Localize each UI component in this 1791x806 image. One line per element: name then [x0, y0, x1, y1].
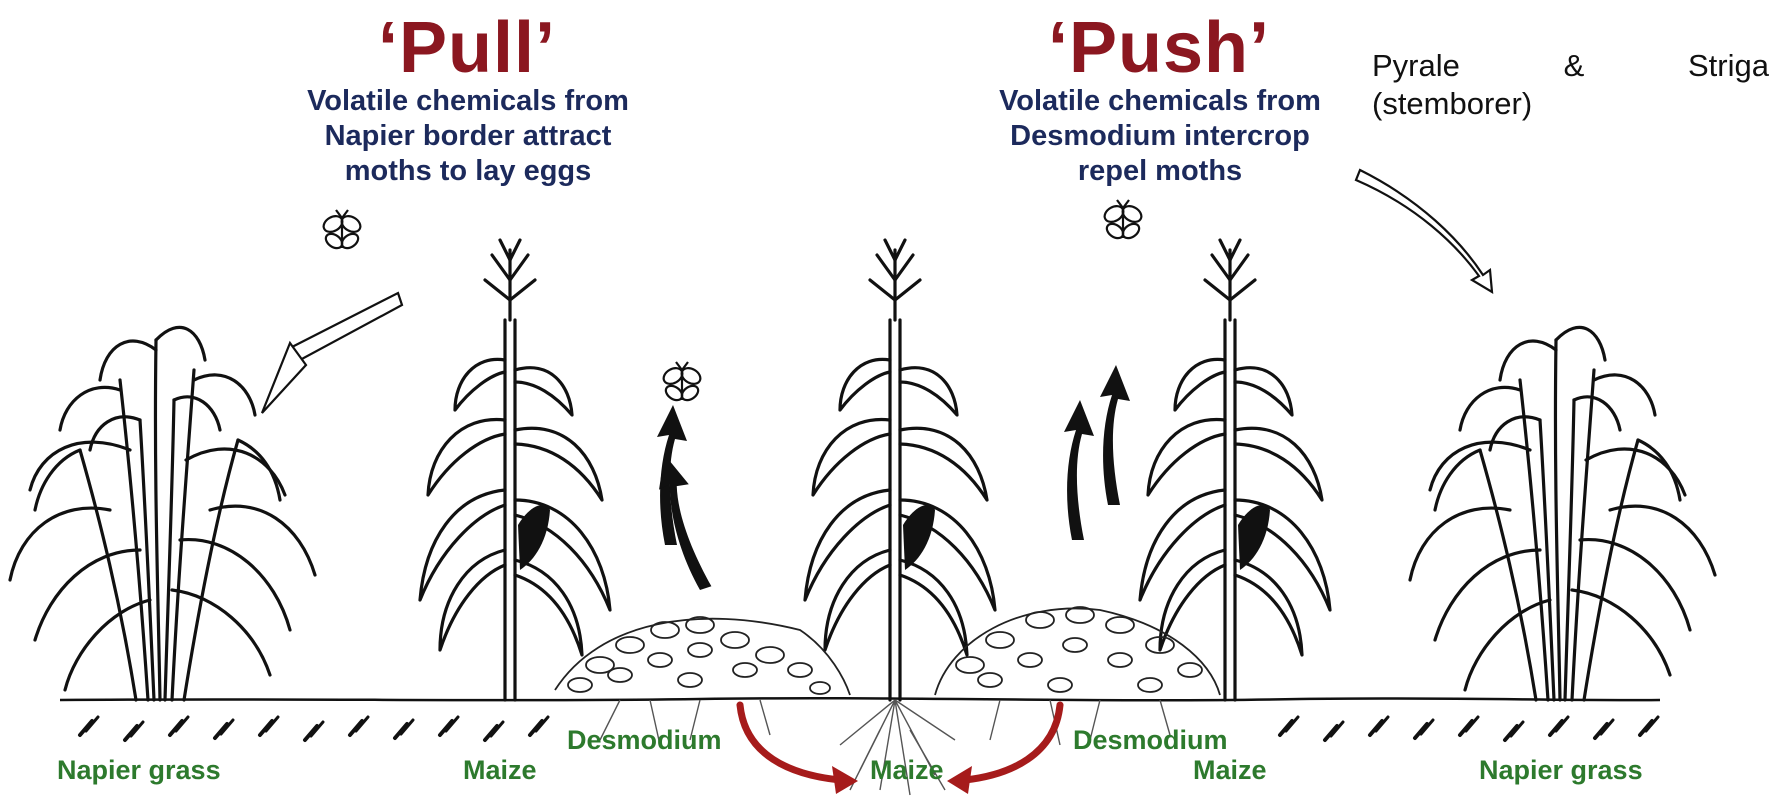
push-line-3: repel moths: [950, 154, 1370, 189]
pest-note-line-1: Pyrale & Striga: [1372, 47, 1769, 85]
ground-line: [60, 698, 1660, 700]
up-arrow-icon: [1064, 400, 1094, 540]
label-napier-grass-left: Napier grass: [57, 757, 221, 784]
moth-icon: [1102, 200, 1144, 241]
label-maize-center: Maize: [870, 757, 944, 784]
desmodium-illustration: [935, 607, 1220, 695]
napier-grass-illustration: [10, 327, 315, 700]
pest-note: Pyrale & Striga (stemborer): [1372, 47, 1769, 123]
napier-grass-illustration: [1410, 327, 1715, 700]
pest-note-line-2: (stemborer): [1372, 85, 1769, 123]
pull-line-2: Napier border attract: [258, 119, 678, 154]
up-arrow-icon: [1100, 365, 1130, 505]
up-arrow-icon: [649, 450, 721, 592]
maize-illustration: [1140, 240, 1330, 700]
moth-icon: [661, 362, 703, 403]
label-desmodium-right: Desmodium: [1073, 727, 1228, 754]
pull-line-1: Volatile chemicals from: [258, 84, 678, 119]
pull-line-3: moths to lay eggs: [258, 154, 678, 189]
pest-note-word-3: Striga: [1688, 47, 1769, 85]
moth-icon: [321, 210, 363, 251]
maize-illustration: [805, 240, 995, 700]
label-maize-left: Maize: [463, 757, 537, 784]
push-line-1: Volatile chemicals from: [950, 84, 1370, 119]
push-line-2: Desmodium intercrop: [950, 119, 1370, 154]
desmodium-illustration: [555, 617, 850, 695]
push-description: Volatile chemicals from Desmodium interc…: [950, 84, 1370, 189]
pest-note-word-2: &: [1564, 47, 1585, 85]
label-napier-grass-right: Napier grass: [1479, 757, 1643, 784]
maize-illustration: [420, 240, 610, 700]
label-maize-right: Maize: [1193, 757, 1267, 784]
label-desmodium-left: Desmodium: [567, 727, 722, 754]
pest-note-word-1: Pyrale: [1372, 47, 1460, 85]
pull-title: ‘Pull’: [378, 12, 556, 84]
push-title: ‘Push’: [1048, 12, 1270, 84]
pull-description: Volatile chemicals from Napier border at…: [258, 84, 678, 189]
